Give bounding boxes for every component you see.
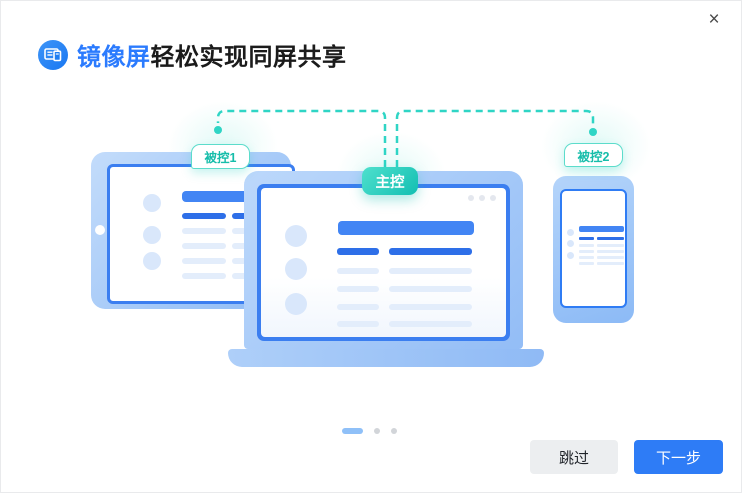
connector-dot bbox=[589, 128, 597, 136]
content-line bbox=[389, 321, 472, 327]
next-step-button[interactable]: 下一步 bbox=[634, 440, 723, 474]
mirror-screen-icon bbox=[38, 39, 68, 70]
pagination bbox=[342, 425, 397, 437]
content-line bbox=[579, 262, 594, 265]
content-line bbox=[338, 221, 474, 235]
content-line bbox=[182, 228, 226, 234]
avatar-placeholder bbox=[143, 226, 161, 244]
pagination-active-indicator[interactable] bbox=[342, 428, 363, 434]
laptop-screen bbox=[261, 188, 506, 337]
content-line bbox=[597, 256, 624, 259]
content-line bbox=[337, 286, 379, 292]
content-line bbox=[182, 273, 226, 279]
content-line bbox=[597, 250, 624, 253]
laptop-base bbox=[228, 349, 544, 367]
skip-button[interactable]: 跳过 bbox=[530, 440, 618, 474]
content-line bbox=[337, 321, 379, 327]
content-line bbox=[389, 268, 472, 274]
avatar-placeholder bbox=[285, 293, 307, 315]
close-icon[interactable]: × bbox=[708, 9, 720, 30]
content-line bbox=[579, 250, 594, 253]
content-line bbox=[579, 256, 594, 259]
laptop-device bbox=[244, 171, 523, 349]
content-line bbox=[597, 244, 624, 247]
content-line bbox=[579, 237, 594, 240]
avatar-placeholder bbox=[143, 252, 161, 270]
content-line bbox=[182, 258, 226, 264]
avatar-placeholder bbox=[567, 252, 574, 259]
content-line bbox=[337, 304, 379, 310]
window-dots-icon bbox=[468, 195, 496, 201]
content-line bbox=[597, 237, 624, 240]
content-line bbox=[337, 268, 379, 274]
badge-controlled-2: 被控2 bbox=[564, 143, 623, 167]
connector-dot bbox=[214, 126, 222, 134]
badge-master: 主控 bbox=[362, 167, 418, 195]
title-highlight: 镜像屏 bbox=[77, 44, 151, 71]
dialog-header: 镜像屏轻松实现同屏共享 bbox=[38, 37, 347, 72]
content-line bbox=[182, 243, 226, 249]
avatar-placeholder bbox=[285, 258, 307, 280]
content-line bbox=[597, 262, 624, 265]
content-line bbox=[579, 244, 594, 247]
content-line bbox=[579, 226, 624, 232]
pagination-dot[interactable] bbox=[391, 428, 397, 434]
phone-screen bbox=[560, 189, 627, 308]
title-rest: 轻松实现同屏共享 bbox=[150, 44, 347, 71]
content-line bbox=[182, 191, 292, 202]
avatar-placeholder bbox=[285, 225, 307, 247]
avatar-placeholder bbox=[567, 240, 574, 247]
tablet-home-button bbox=[95, 225, 105, 235]
content-line bbox=[337, 248, 379, 255]
avatar-placeholder bbox=[567, 229, 574, 236]
phone-device bbox=[553, 176, 634, 323]
avatar-placeholder bbox=[143, 194, 161, 212]
content-line bbox=[389, 248, 472, 255]
content-line bbox=[389, 304, 472, 310]
content-line bbox=[182, 213, 226, 219]
content-line bbox=[389, 286, 472, 292]
pagination-dot[interactable] bbox=[374, 428, 380, 434]
badge-controlled-1: 被控1 bbox=[191, 144, 250, 169]
page-title: 镜像屏轻松实现同屏共享 bbox=[77, 37, 347, 72]
